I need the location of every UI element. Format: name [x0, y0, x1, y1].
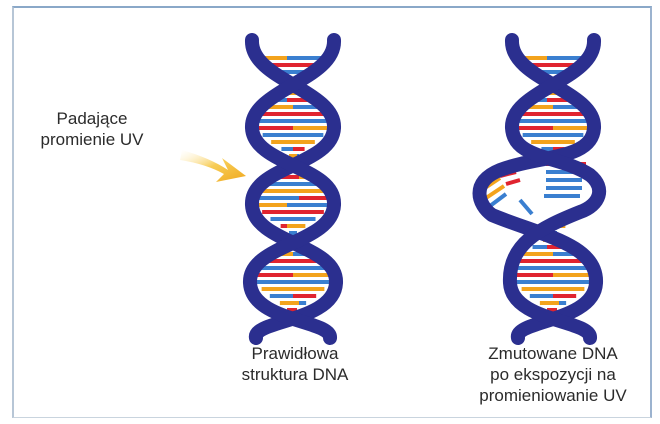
normal-dna-caption: Prawidłowa struktura DNA: [215, 343, 375, 385]
uv-label-line: Padające: [22, 108, 162, 129]
caption-line: promieniowanie UV: [458, 385, 648, 406]
uv-rays-label: Padające promienie UV: [22, 108, 162, 150]
damaged-base-pair: [506, 180, 520, 184]
normal-dna-helix: [250, 40, 336, 338]
uv-arrow-icon: [180, 150, 246, 182]
damaged-base-pair: [520, 200, 532, 214]
caption-line: po ekspozycji na: [458, 364, 648, 385]
caption-line: struktura DNA: [215, 364, 375, 385]
caption-line: Zmutowane DNA: [458, 343, 648, 364]
uv-label-line: promienie UV: [22, 129, 162, 150]
mutated-dna-caption: Zmutowane DNA po ekspozycji na promienio…: [458, 343, 648, 406]
caption-line: Prawidłowa: [215, 343, 375, 364]
mutated-dna-helix: [480, 40, 600, 338]
